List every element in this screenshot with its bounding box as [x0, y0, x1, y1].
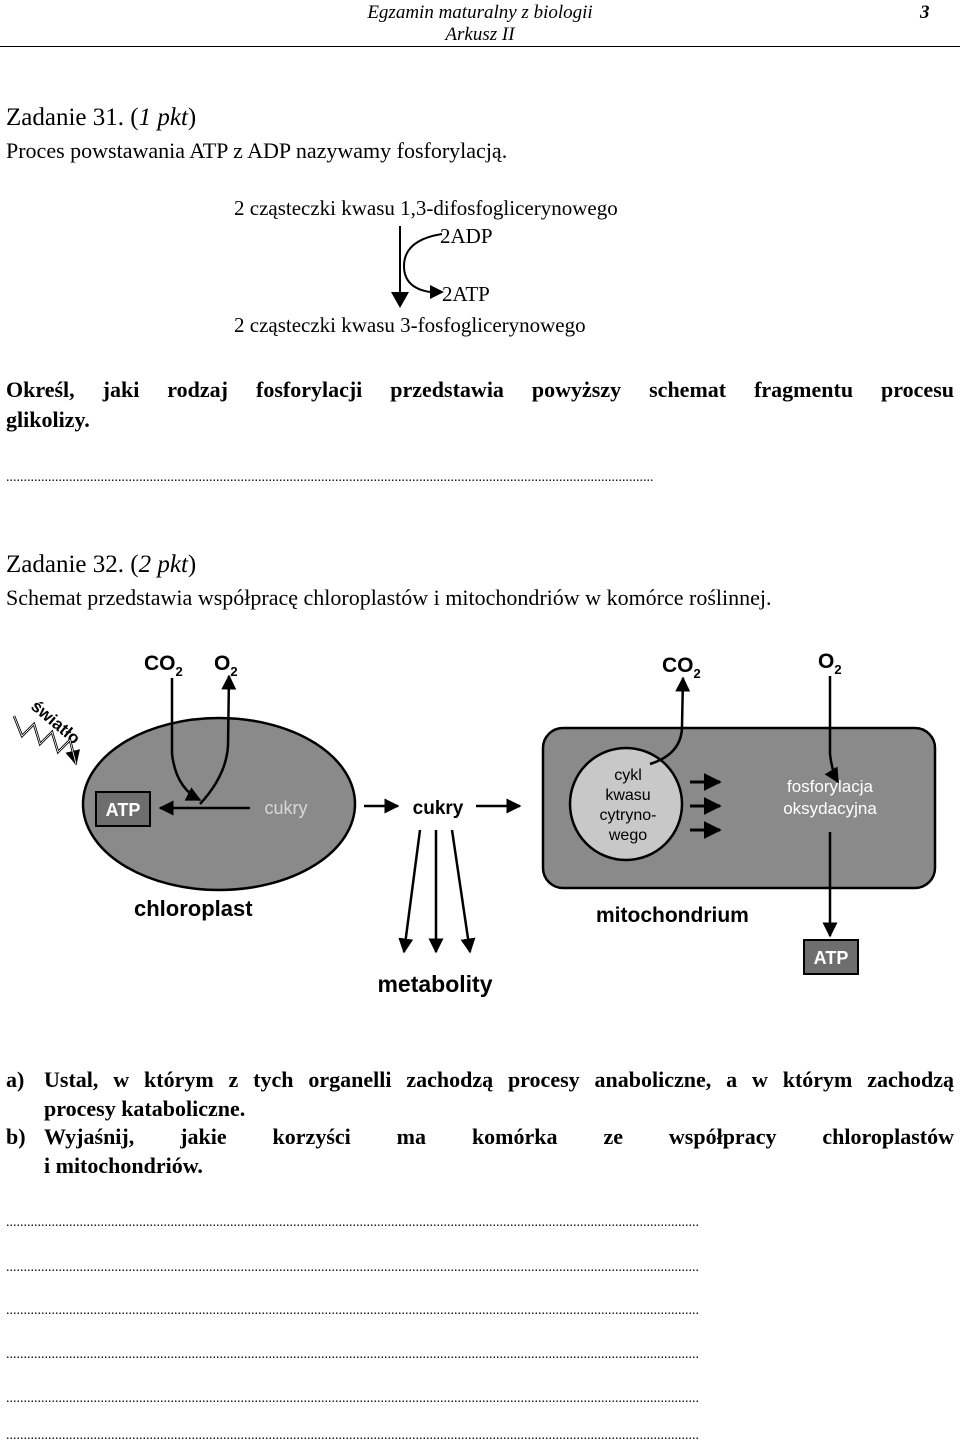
- metabolite-arrow-3: [450, 829, 476, 954]
- o2-right-label: O2: [818, 650, 842, 677]
- krebs-label-3: cytryno-: [600, 807, 657, 824]
- answer-line-3[interactable]: ........................................…: [6, 1303, 699, 1318]
- task31-points: 1 pkt: [138, 104, 188, 131]
- answer-line-1[interactable]: ........................................…: [6, 1215, 699, 1230]
- krebs-label-1: cykl: [614, 767, 642, 784]
- task31-title: Zadanie 31. (1 pkt): [6, 104, 196, 132]
- co2-left-label: CO2: [144, 652, 183, 679]
- scheme-top-compound: 2 cząsteczki kwasu 1,3-difosfoglicerynow…: [234, 196, 618, 220]
- task32-title: Zadanie 32. (2 pkt): [6, 551, 196, 579]
- question-a-line1: Ustal, w którym z tych organelli zachodz…: [44, 1067, 954, 1092]
- chloroplast-label: chloroplast: [134, 896, 253, 921]
- metabolites-label: metabolity: [377, 971, 492, 997]
- oxphos-label-2: oksydacyjna: [783, 799, 877, 818]
- o2-left-label: O2: [214, 652, 238, 679]
- question-b-line1: Wyjaśnij, jakie korzyści ma komórka ze w…: [44, 1124, 954, 1149]
- co2-into-chloroplast-arrow: [170, 678, 202, 802]
- page-number: 3: [920, 2, 930, 23]
- metabolite-arrow-1: [398, 829, 422, 954]
- header-subtitle: Arkusz II: [445, 24, 515, 45]
- sugars-middle-label: cukry: [413, 798, 464, 819]
- scheme-curved-arrow: [402, 233, 443, 293]
- task32-title-suffix: ): [187, 551, 197, 578]
- task32-title-prefix: Zadanie 32. (: [6, 551, 139, 578]
- co2-right-label: CO2: [662, 654, 701, 681]
- mitochondrion-label: mitochondrium: [596, 904, 749, 927]
- task31-intro: Proces powstawania ATP z ADP nazywamy fo…: [6, 138, 508, 163]
- task32-intro: Schemat przedstawia współpracę chloropla…: [6, 585, 772, 610]
- answer-line-6[interactable]: ........................................…: [6, 1428, 699, 1443]
- atp-box-left: [95, 791, 151, 827]
- answer-line-5[interactable]: ........................................…: [6, 1391, 699, 1406]
- o2-out-of-chloroplast-arrow: [199, 674, 237, 805]
- atp-label-right: ATP: [814, 948, 849, 968]
- scheme-atp: 2ATP: [442, 282, 490, 306]
- scheme-reaction-arrow: [391, 226, 444, 308]
- oxphos-label-1: fosforylacja: [787, 777, 874, 796]
- question-b-label: b): [6, 1124, 26, 1149]
- task31-question-line2: glikolizy.: [6, 407, 90, 432]
- answer-line-2[interactable]: ........................................…: [6, 1260, 699, 1275]
- question-b-line2: i mitochondriów.: [44, 1153, 203, 1178]
- scheme-main-arrow-head: [391, 292, 409, 308]
- co2-out-of-mitochondrion-arrow: [649, 676, 691, 766]
- scheme-bottom-compound: 2 cząsteczki kwasu 3-fosfoglicerynowego: [234, 313, 586, 337]
- sugars-inside-label: cukry: [264, 798, 307, 818]
- krebs-label-2: kwasu: [605, 787, 650, 804]
- krebs-label-4: wego: [608, 827, 647, 844]
- task32-points: 2 pkt: [138, 551, 188, 578]
- task31-title-suffix: ): [187, 104, 197, 131]
- task31-question-line1: Określ, jaki rodzaj fosforylacji przedst…: [6, 377, 954, 402]
- task31-title-prefix: Zadanie 31. (: [6, 104, 139, 131]
- chloroplast-organelle: [81, 716, 357, 892]
- atp-box-right: [803, 939, 859, 975]
- light-wave-highlight: [13, 715, 77, 765]
- citric-acid-cycle-circle: [568, 746, 684, 862]
- question-a-line2: procesy kataboliczne.: [44, 1096, 246, 1121]
- scheme-curved-arrow-head: [430, 285, 444, 299]
- atp-label-left: ATP: [106, 800, 141, 820]
- header-title: Egzamin maturalny z biologii: [367, 2, 593, 23]
- header-divider: [0, 46, 960, 47]
- question-a-label: a): [6, 1067, 25, 1092]
- task31-answer-line[interactable]: ........................................…: [6, 470, 654, 485]
- o2-into-mitochondrion-arrow: [824, 676, 840, 784]
- cell-cooperation-diagram: CO2 O2 CO2 O2 światło ATP cukry chloropl…: [12, 650, 937, 997]
- scheme-adp: 2ADP: [440, 224, 493, 248]
- answer-line-4[interactable]: ........................................…: [6, 1347, 699, 1362]
